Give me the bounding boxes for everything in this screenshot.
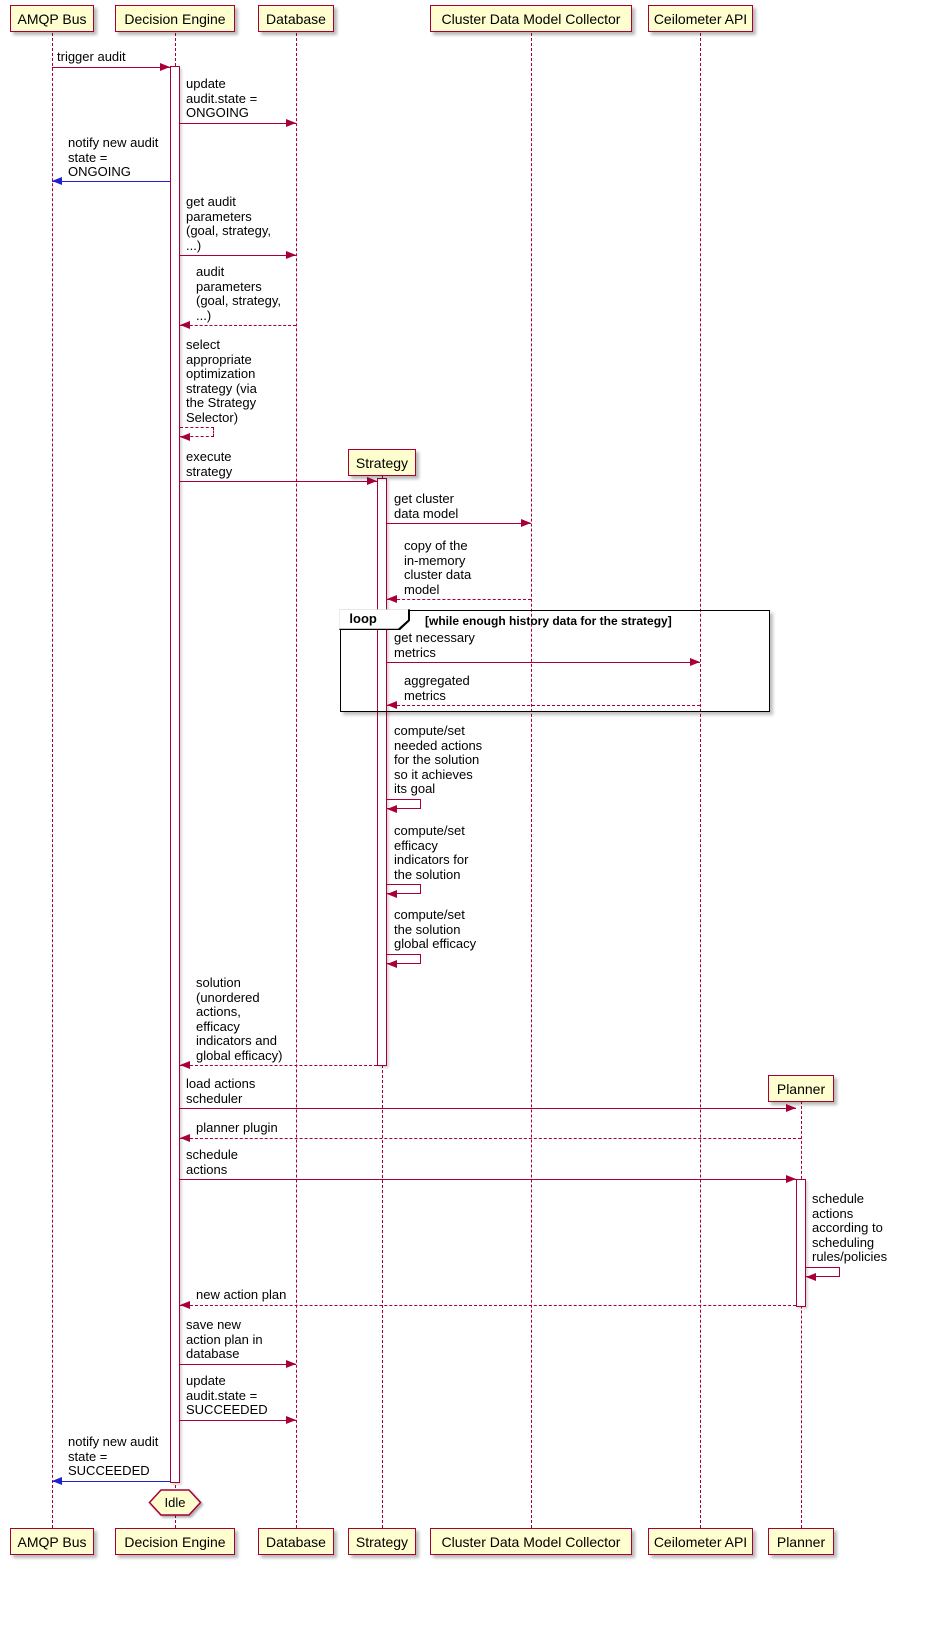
lifeline-cluster-data-model-collector bbox=[530, 33, 532, 1528]
arrowhead-icon bbox=[180, 320, 190, 329]
end-state-hexagon: Idle bbox=[148, 1489, 202, 1516]
message-line bbox=[180, 1065, 377, 1066]
arrowhead-icon bbox=[387, 890, 397, 898]
arrowhead-icon bbox=[367, 476, 377, 485]
arrowhead-icon bbox=[180, 1300, 190, 1309]
arrowhead-icon bbox=[387, 805, 397, 813]
message-label-execute-strategy: execute strategy bbox=[186, 449, 233, 479]
activation-strategy bbox=[377, 478, 387, 1066]
message-label-planner-plugin: planner plugin bbox=[196, 1120, 278, 1135]
message-line bbox=[180, 481, 377, 482]
participant-ceilometer-api-bottom: Ceilometer API bbox=[648, 1528, 753, 1555]
message-label-update-state-ongoing: update audit.state = ONGOING bbox=[186, 76, 258, 120]
message-line bbox=[180, 1108, 796, 1109]
message-label-get-necessary-metrics: get necessary metrics bbox=[394, 630, 475, 660]
arrowhead-icon bbox=[387, 594, 397, 603]
loop-keyword: loop bbox=[339, 609, 409, 629]
message-line bbox=[180, 1179, 796, 1180]
arrowhead-icon bbox=[786, 1103, 796, 1112]
self-message-line bbox=[387, 884, 421, 894]
message-label-audit-parameters-return: audit parameters (goal, strategy, ...) bbox=[196, 264, 282, 323]
message-label-get-cluster-data-model: get cluster data model bbox=[394, 491, 459, 521]
message-label-solution-return: solution (unordered actions, efficacy in… bbox=[196, 975, 283, 1063]
participant-amqp-bus-bottom: AMQP Bus bbox=[10, 1528, 94, 1555]
arrowhead-icon bbox=[521, 518, 531, 527]
arrowhead-icon bbox=[52, 1476, 62, 1485]
message-line bbox=[180, 325, 296, 326]
participant-planner-created: Planner bbox=[768, 1075, 834, 1102]
end-state-label: Idle bbox=[165, 1495, 186, 1510]
message-label-select-strategy: select appropriate optimization strategy… bbox=[186, 337, 257, 425]
message-label-get-audit-parameters: get audit parameters (goal, strategy, ..… bbox=[186, 194, 272, 253]
participant-database-top: Database bbox=[258, 5, 334, 32]
message-label-new-action-plan: new action plan bbox=[196, 1287, 287, 1302]
self-message-line bbox=[387, 954, 421, 964]
arrowhead-icon bbox=[786, 1174, 796, 1183]
message-line bbox=[52, 1481, 170, 1482]
message-label-notify-ongoing: notify new audit state = ONGOING bbox=[68, 135, 159, 179]
activation-planner bbox=[796, 1179, 806, 1307]
message-label-notify-succeeded: notify new audit state = SUCCEEDED bbox=[68, 1434, 159, 1478]
message-label-trigger-audit: trigger audit bbox=[57, 49, 126, 64]
message-line bbox=[52, 67, 170, 68]
participant-cluster-data-model-collector-top: Cluster Data Model Collector bbox=[430, 5, 632, 32]
self-message-line bbox=[387, 799, 421, 809]
loop-frame: loop [while enough history data for the … bbox=[339, 609, 770, 712]
participant-planner-bottom: Planner bbox=[768, 1528, 834, 1555]
message-label-compute-needed-actions: compute/set needed actions for the solut… bbox=[394, 723, 483, 796]
arrowhead-icon bbox=[387, 700, 397, 709]
activation-decision-engine bbox=[170, 66, 180, 1483]
message-label-copy-cluster-model: copy of the in-memory cluster data model bbox=[404, 538, 472, 597]
message-label-compute-global-efficacy: compute/set the solution global efficacy bbox=[394, 907, 477, 951]
participant-strategy-bottom: Strategy bbox=[348, 1528, 416, 1555]
participant-database-bottom: Database bbox=[258, 1528, 334, 1555]
participant-decision-engine-bottom: Decision Engine bbox=[115, 1528, 235, 1555]
lifeline-amqp-bus bbox=[51, 33, 53, 1528]
message-label-save-action-plan: save new action plan in database bbox=[186, 1317, 263, 1361]
message-label-update-state-succeeded: update audit.state = SUCCEEDED bbox=[186, 1373, 268, 1417]
message-label-schedule-actions: schedule actions bbox=[186, 1147, 239, 1177]
hexagon-shape bbox=[148, 1489, 202, 1516]
message-line bbox=[387, 662, 700, 663]
message-line bbox=[387, 523, 531, 524]
arrowhead-icon bbox=[286, 250, 296, 259]
arrowhead-icon bbox=[160, 62, 170, 71]
arrowhead-icon bbox=[286, 1359, 296, 1368]
message-label-compute-efficacy-indicators: compute/set efficacy indicators for the … bbox=[394, 823, 469, 882]
arrowhead-icon bbox=[806, 1273, 816, 1281]
lifeline-ceilometer-api bbox=[699, 33, 701, 1528]
message-line bbox=[180, 1138, 801, 1139]
loop-condition: [while enough history data for the strat… bbox=[425, 614, 672, 628]
message-line bbox=[180, 1364, 296, 1365]
participant-amqp-bus-top: AMQP Bus bbox=[10, 5, 94, 32]
message-line bbox=[387, 599, 531, 600]
lifeline-planner bbox=[800, 1101, 802, 1528]
arrowhead-icon bbox=[286, 1415, 296, 1424]
participant-decision-engine-top: Decision Engine bbox=[115, 5, 235, 32]
message-label-schedule-per-rules: schedule actions according to scheduling… bbox=[812, 1191, 888, 1264]
message-line bbox=[387, 705, 700, 706]
message-line bbox=[180, 1420, 296, 1421]
message-line bbox=[52, 181, 170, 182]
arrowhead-icon bbox=[180, 1060, 190, 1069]
message-line bbox=[180, 123, 296, 124]
arrowhead-icon bbox=[52, 176, 62, 185]
self-message-line bbox=[806, 1267, 840, 1277]
arrowhead-icon bbox=[286, 118, 296, 127]
participant-strategy-created: Strategy bbox=[348, 449, 416, 476]
arrowhead-icon bbox=[690, 657, 700, 666]
message-line bbox=[180, 255, 296, 256]
arrowhead-icon bbox=[180, 1133, 190, 1142]
arrowhead-icon bbox=[180, 433, 190, 441]
lifeline-database bbox=[295, 33, 297, 1528]
arrowhead-icon bbox=[387, 960, 397, 968]
message-label-aggregated-metrics: aggregated metrics bbox=[404, 673, 470, 703]
message-line bbox=[180, 1305, 796, 1306]
participant-cluster-data-model-collector-bottom: Cluster Data Model Collector bbox=[430, 1528, 632, 1555]
self-message-line bbox=[180, 427, 214, 437]
participant-ceilometer-api-top: Ceilometer API bbox=[648, 5, 753, 32]
message-label-load-actions-scheduler: load actions scheduler bbox=[186, 1076, 256, 1106]
